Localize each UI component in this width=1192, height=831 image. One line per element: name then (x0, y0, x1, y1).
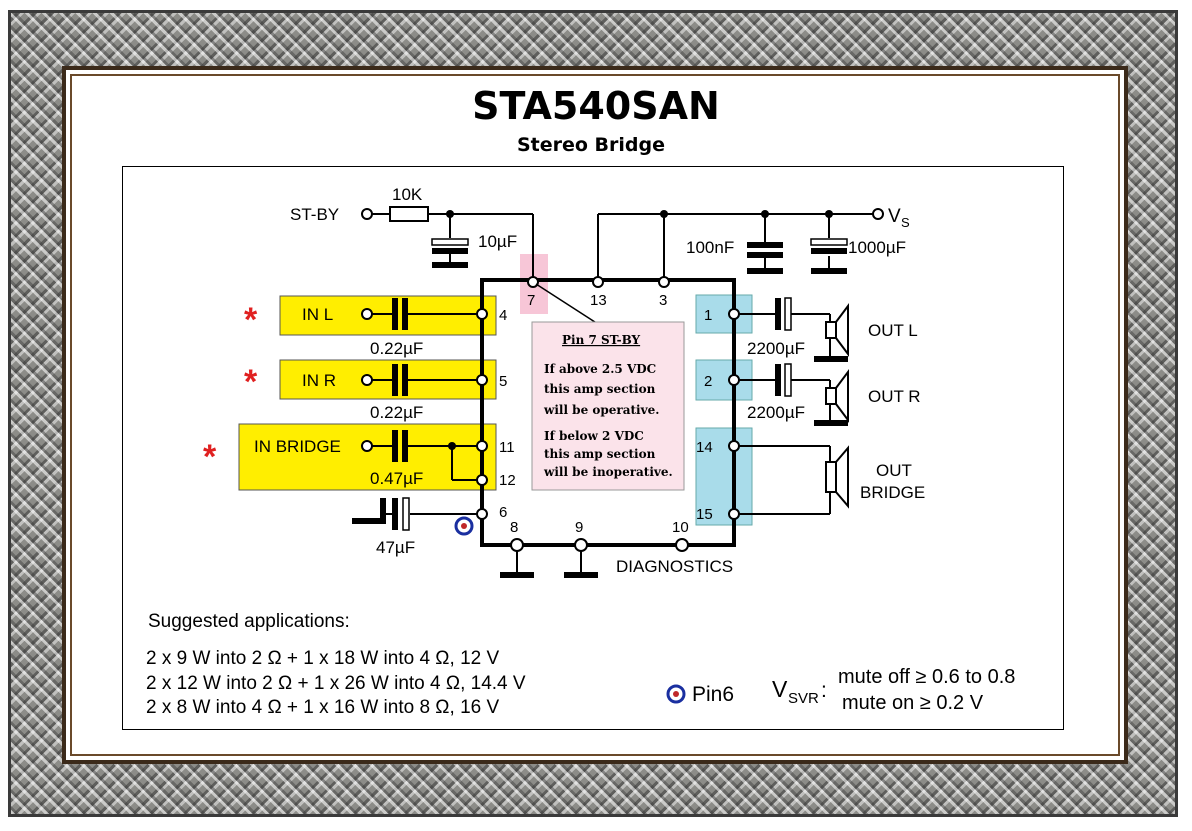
in-l-cap-value: 0.22µF (370, 339, 423, 358)
note-line-1: If above 2.5 VDC (544, 362, 656, 376)
out-l-cap-value: 2200µF (747, 339, 805, 358)
note-line-4: If below 2 VDC (544, 429, 644, 443)
bridge-out-highlight (695, 427, 753, 526)
in-bridge-label: IN BRIDGE (254, 437, 341, 456)
ic-body (480, 278, 736, 547)
pin6-legend-icon (666, 684, 686, 704)
pin-9-label: 9 (575, 519, 583, 536)
application-item-3: 2 x 8 W into 4 Ω + 1 x 16 W into 8 Ω, 16… (146, 697, 499, 718)
note-line-5: this amp section (544, 447, 656, 461)
applications-heading: Suggested applications: (148, 611, 350, 632)
pin-6-label: 6 (499, 504, 507, 521)
c-47u-value: 47µF (376, 538, 415, 557)
asterisk-in-l: * (244, 301, 258, 339)
pin-3-label: 3 (659, 292, 667, 309)
pin-7-label: 7 (527, 292, 535, 309)
vsvr-colon: : (821, 679, 827, 702)
pin-11-label: 11 (499, 439, 515, 456)
in-r-cap-value: 0.22µF (370, 403, 423, 422)
pin6-legend-label: Pin6 (692, 683, 734, 706)
vsvr-subscript: SVR (788, 690, 819, 707)
pin-14-label: 14 (696, 439, 713, 456)
c-1000u-value: 1000µF (848, 238, 906, 257)
pin7-note-box (531, 321, 685, 491)
out-r-label: OUT R (868, 387, 921, 406)
asterisk-in-r: * (244, 363, 258, 401)
pin-13-label: 13 (590, 292, 607, 309)
speaker-r-icon (825, 387, 837, 405)
note-line-2: this amp section (544, 382, 656, 396)
asterisk-in-bridge: * (203, 438, 217, 476)
vs-subscript: S (901, 215, 910, 230)
pin-10-label: 10 (672, 519, 689, 536)
pin-5-label: 5 (499, 373, 507, 390)
c-stby-value: 10µF (478, 232, 517, 251)
mute-on-text: mute on ≥ 0.2 V (842, 692, 984, 714)
note-line-6: will be inoperative. (543, 465, 673, 479)
r-stby-value: 10K (392, 185, 423, 204)
pin-8-label: 8 (510, 519, 518, 536)
in-r-label: IN R (302, 371, 336, 390)
in-l-label: IN L (302, 305, 333, 324)
vsvr-label: V (772, 676, 788, 702)
speaker-l-icon (825, 321, 837, 339)
application-item-1: 2 x 9 W into 2 Ω + 1 x 18 W into 4 Ω, 12… (146, 648, 499, 669)
pin-12-label: 12 (499, 472, 516, 489)
diagnostics-label: DIAGNOSTICS (616, 557, 733, 576)
pin-1-label: 1 (704, 307, 712, 324)
application-item-2: 2 x 12 W into 2 Ω + 1 x 26 W into 4 Ω, 1… (146, 673, 526, 694)
stby-label: ST-BY (290, 205, 339, 224)
c-100n-value: 100nF (686, 238, 734, 257)
out-l-label: OUT L (868, 321, 918, 340)
pin-4-label: 4 (499, 307, 507, 324)
speaker-bridge-icon (825, 461, 837, 493)
vs-label: V (888, 206, 901, 227)
note-line-3: will be operative. (543, 403, 659, 417)
mute-off-text: mute off ≥ 0.6 to 0.8 (838, 666, 1015, 688)
page-subtitle: Stereo Bridge (516, 134, 666, 156)
in-l-highlight (279, 295, 497, 336)
page-title: STA540SAN (472, 84, 720, 128)
pin-15-label: 15 (696, 506, 713, 523)
in-bridge-cap-value: 0.47µF (370, 469, 423, 488)
out-bridge-label-line2: BRIDGE (860, 483, 925, 502)
note-heading: Pin 7 ST-BY (562, 333, 641, 347)
out-bridge-label-line1: OUT (876, 461, 912, 480)
out-r-cap-value: 2200µF (747, 403, 805, 422)
pin-2-label: 2 (704, 373, 712, 390)
